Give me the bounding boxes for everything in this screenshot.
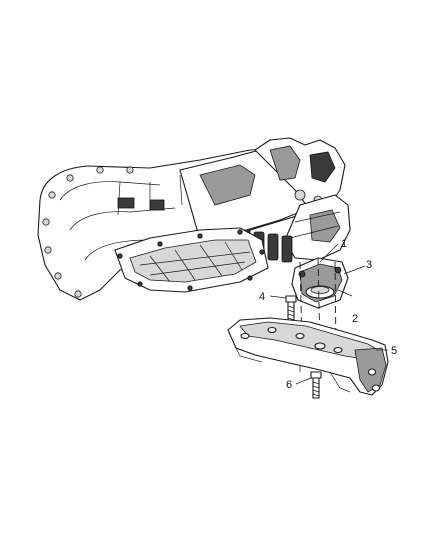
crossmember-bolt (310, 371, 322, 399)
leader-4 (269, 295, 287, 299)
extension-shading (309, 209, 341, 243)
pan-bolts (117, 229, 265, 291)
leader-1 (319, 243, 339, 263)
rim-bolt (48, 191, 56, 199)
mount-bolt (285, 295, 297, 323)
valve-dark (309, 151, 336, 183)
rim-bolt (44, 246, 52, 254)
callout-2: 2 (352, 313, 358, 325)
callout-5: 5 (391, 345, 397, 357)
callout-1: 1 (341, 238, 347, 250)
leader-6 (295, 377, 312, 385)
transmission-mount (291, 257, 349, 309)
transmission-assembly (37, 137, 351, 301)
case-boss (149, 199, 165, 211)
crossmember-holes (240, 326, 381, 392)
leader-2 (337, 289, 353, 297)
fitting (294, 189, 306, 201)
pan-ribs (139, 241, 251, 283)
rim-bolt (126, 166, 134, 174)
extension-ribs (289, 211, 341, 239)
rim-bolt (74, 290, 82, 298)
case-shading (199, 164, 256, 206)
alignment-line (334, 261, 337, 353)
crossmember (227, 317, 389, 396)
rim-bolt (66, 174, 74, 182)
callout-4: 4 (259, 291, 265, 303)
alignment-line (317, 257, 321, 351)
rim-bolt (42, 218, 50, 226)
rim-bolt (54, 272, 62, 280)
case-boss (117, 197, 135, 209)
callout-3: 3 (366, 259, 372, 271)
leader-3 (343, 265, 366, 275)
valve-shading (269, 145, 301, 181)
callout-6: 6 (286, 379, 292, 391)
rim-bolt (96, 166, 104, 174)
